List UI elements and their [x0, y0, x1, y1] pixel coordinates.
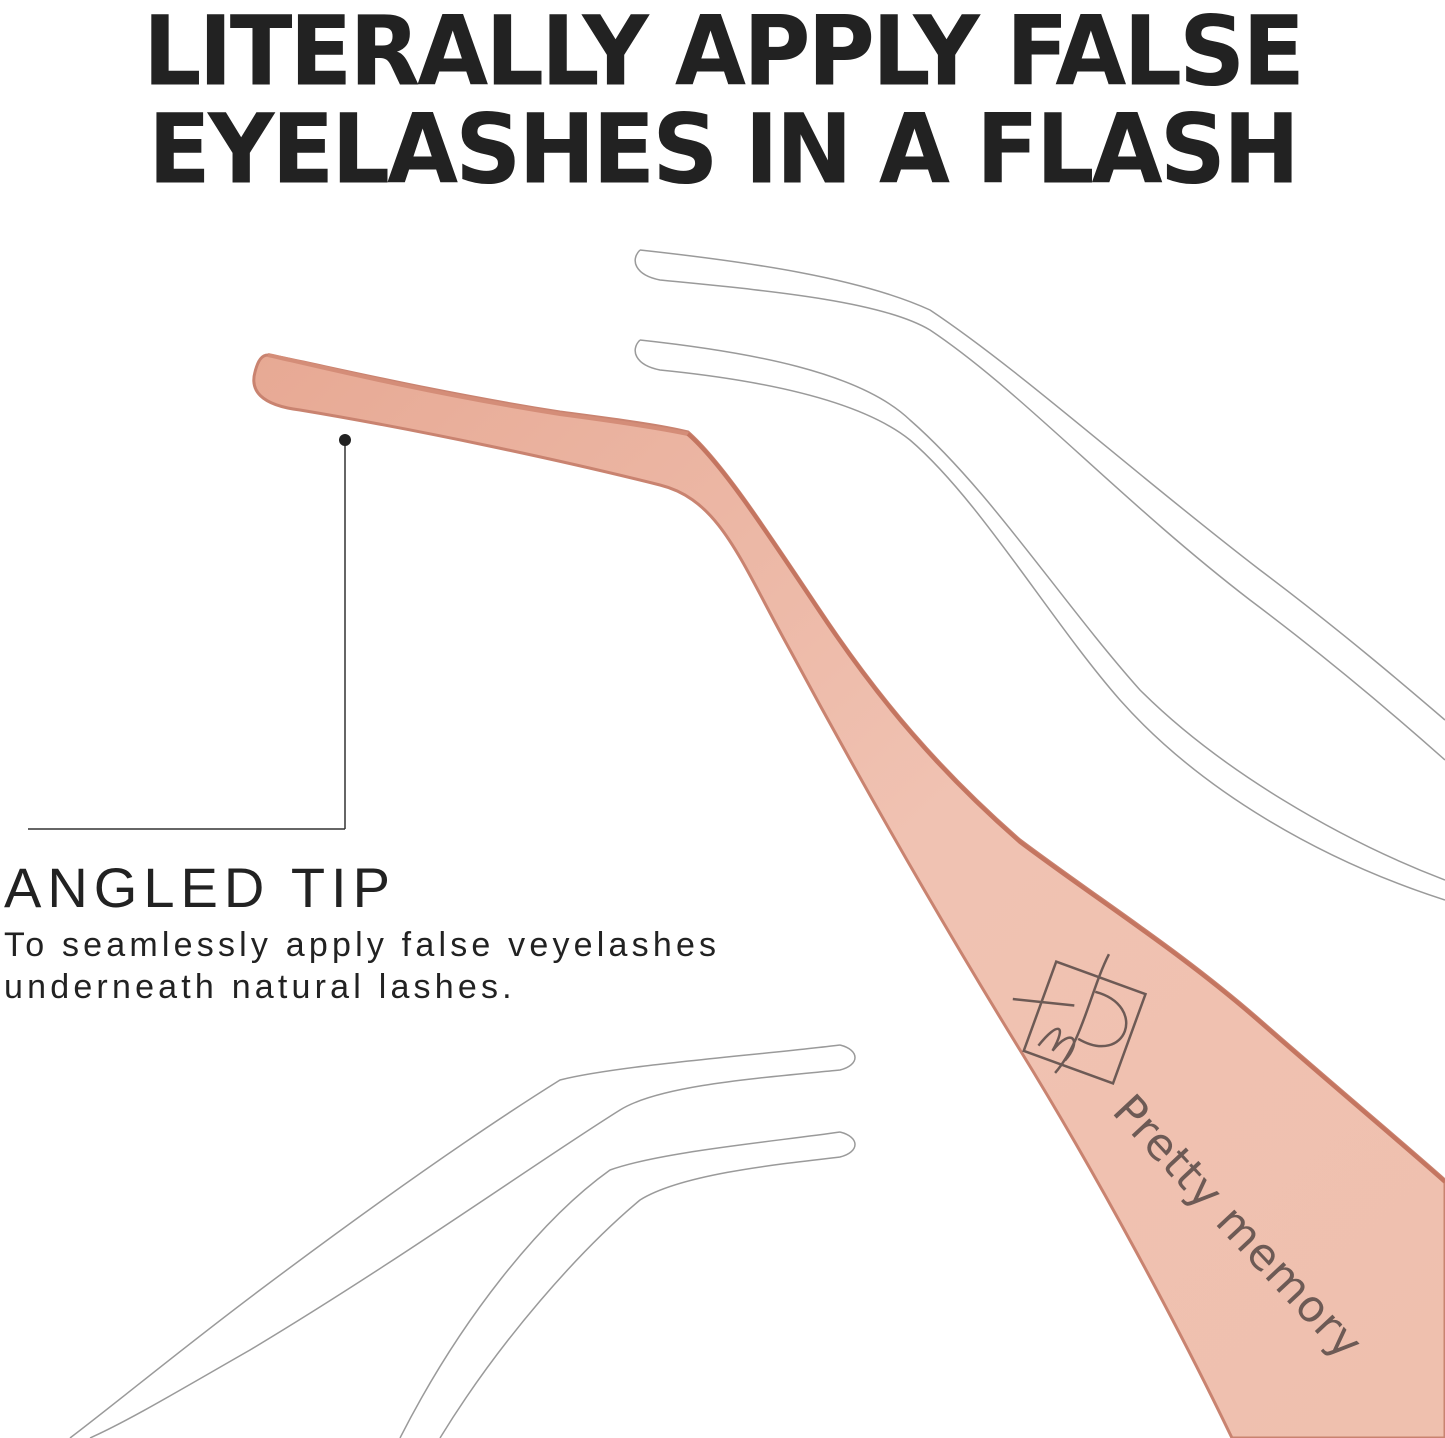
angled-tip-callout [28, 434, 351, 830]
tweezer [252, 353, 1445, 1438]
headline-line-1: LITERALLY APPLY FALSE [142, 0, 1305, 108]
feature-title: ANGLED TIP [4, 856, 396, 919]
brand-logo [1012, 953, 1148, 1086]
tweezer-outline-sketch-top [634, 249, 1445, 901]
tweezer-outline-sketch-bottom [69, 1044, 856, 1438]
feature-description-line-1: To seamlessly apply false veyelashes [4, 926, 721, 964]
feature-description-line-2: underneath natural lashes. [4, 968, 516, 1006]
headline-line-2: EYELASHES IN A FLASH [148, 93, 1300, 206]
